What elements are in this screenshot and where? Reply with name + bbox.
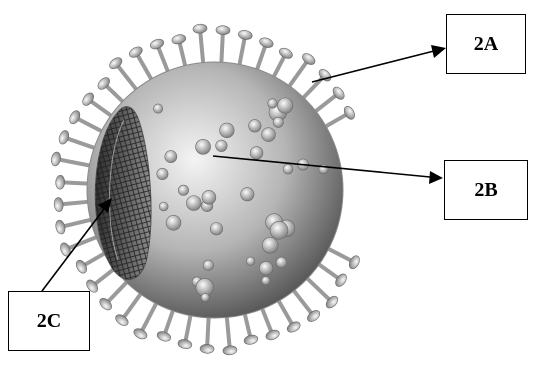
surface-knob [157, 168, 168, 179]
surface-knob [159, 202, 168, 211]
label-2c: 2C [8, 291, 90, 351]
surface-knob [276, 257, 287, 268]
spike-cap [177, 338, 192, 350]
spike-cap [128, 45, 145, 60]
spike-cap [347, 254, 361, 271]
surface-knob [165, 151, 177, 163]
surface-knob [262, 276, 270, 284]
label-2a: 2A [446, 14, 526, 74]
surface-knob [203, 260, 213, 270]
spike-cap [223, 345, 238, 355]
surface-knob [259, 261, 273, 275]
surface-knob [262, 237, 278, 253]
label-2b: 2B [444, 160, 528, 220]
spike-cap [54, 197, 64, 212]
spike-cap [149, 37, 165, 51]
surface-knob [250, 147, 263, 160]
arrow-2a [312, 51, 434, 82]
spike-cap [171, 33, 187, 45]
surface-knob [270, 221, 288, 239]
spike-cap [74, 258, 89, 275]
surface-knob [153, 104, 162, 113]
spike-cap [55, 175, 65, 189]
spike-cap [54, 219, 66, 235]
spike-cap [238, 29, 253, 41]
surface-knob [277, 98, 292, 113]
spike-cap [243, 334, 259, 346]
spike-cap [68, 109, 82, 126]
surface-knob [273, 117, 283, 127]
spike-cap [258, 36, 274, 49]
arrowhead-2a [431, 45, 446, 58]
surface-knob [249, 120, 262, 133]
spike-cap [216, 25, 230, 35]
spike-cap [278, 46, 295, 60]
spike-cap [156, 330, 172, 343]
spike-cap [57, 129, 70, 145]
surface-knob [201, 293, 209, 301]
spike-cap [200, 344, 214, 354]
surface-knob [283, 164, 293, 174]
arrowhead-2b [429, 171, 443, 184]
spike-cap [342, 105, 357, 122]
surface-knob [196, 139, 211, 154]
spike-cap [264, 328, 280, 342]
spike-cap [285, 320, 302, 335]
surface-knob [166, 215, 181, 230]
surface-knob [210, 222, 222, 234]
surface-knob [202, 190, 216, 204]
surface-knob [178, 185, 188, 195]
surface-knob [246, 257, 255, 266]
surface-knob [268, 99, 277, 108]
surface-knob [220, 123, 235, 138]
spike-cap [59, 241, 73, 257]
spike-cap [193, 24, 208, 34]
surface-knob [216, 140, 228, 152]
surface-knob [262, 128, 276, 142]
surface-knob [186, 196, 201, 211]
spike-cap [132, 327, 149, 341]
surface-knob [241, 188, 254, 201]
arrow-2c [42, 209, 104, 291]
spike-cap [50, 151, 62, 166]
